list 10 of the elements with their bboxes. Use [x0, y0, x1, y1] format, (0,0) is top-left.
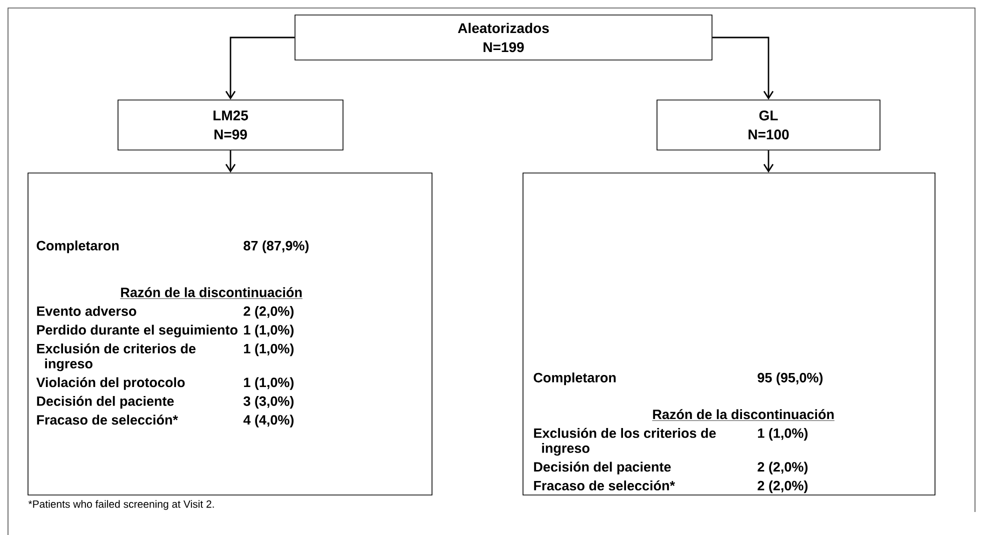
arrow — [763, 150, 774, 173]
footnote: *Patients who failed screening at Visit 2. — [28, 500, 214, 510]
process-box: GL N=100 — [656, 100, 880, 150]
list-box: Completaron 87 (87,9%) Razón de la discontinuación Evento adverso 2 (2,0%) Perdido durante el seguimiento 1 (1,0%) Exclusión de criterios de ingreso 1 (1,0%) Violación del protocolo 1 (1,0%) Decisión del paciente 3 (3,0%) Fracaso de selección* 4 (4,0%) — [28, 172, 432, 496]
arrow — [225, 150, 236, 173]
arrow — [712, 36, 774, 100]
process-box: LM25 N=99 — [118, 100, 344, 150]
process-box: Aleatorizados N=199 — [294, 14, 712, 60]
list-box: Completaron 95 (95,0%) Razón de la discontinuación Exclusión de los criterios de ingreso 1 (1,0%) Decisión del paciente 2 (2,0%) Fracaso de selección* 2 (2,0%) — [522, 172, 936, 496]
arrow — [225, 36, 295, 100]
